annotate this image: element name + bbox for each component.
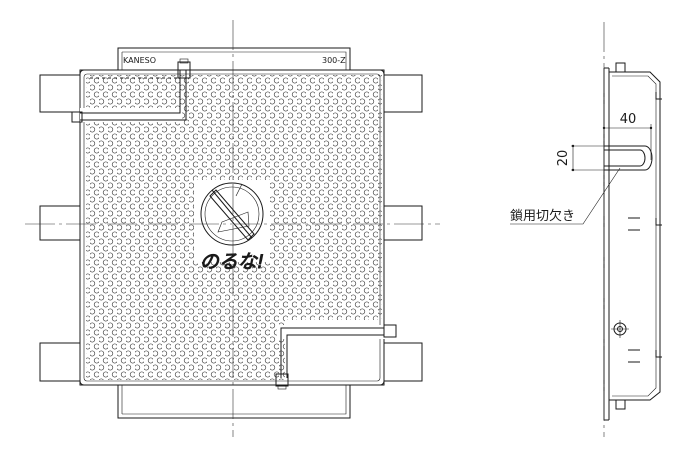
frame-inner-line	[121, 51, 347, 415]
hinge-top-left	[71, 58, 191, 123]
side-frame-inner	[612, 75, 657, 397]
cover-plate	[79, 69, 385, 386]
no-stepping-symbol-icon	[200, 182, 264, 246]
model-label: 300-Z	[322, 56, 346, 65]
side-view: 40 20 鎖用切欠き	[510, 22, 662, 437]
bolt-icon	[611, 320, 629, 338]
front-view: のるな! KANESO 300-Z	[25, 20, 440, 437]
svg-text:20: 20	[556, 150, 571, 167]
callout-leader: 鎖用切欠き	[510, 167, 621, 225]
side-plate	[603, 67, 610, 421]
dimension-height: 20	[556, 144, 604, 172]
side-lugs	[615, 62, 662, 410]
warning-text: のるな!	[200, 251, 265, 273]
brand-label: KANESO	[123, 56, 156, 65]
callout-label: 鎖用切欠き	[510, 208, 575, 224]
dimension-width: 40	[602, 112, 653, 160]
side-frame-body	[609, 71, 661, 401]
hinge-bottom-right	[275, 324, 397, 390]
svg-text:40: 40	[620, 112, 637, 127]
chain-notch	[604, 145, 653, 171]
